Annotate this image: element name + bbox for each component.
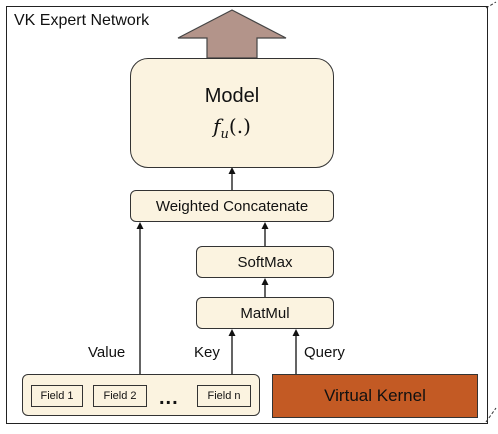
softmax-box: SoftMax — [196, 246, 334, 278]
output-arrow — [177, 9, 287, 59]
arrow-matmul-to-softmax — [261, 278, 269, 297]
expert-network-frame — [6, 6, 488, 424]
fields-container: Field 1 Field 2 ... Field n — [22, 374, 260, 416]
network-title: VK Expert Network — [14, 12, 150, 29]
dashed-line-top-right — [485, 1, 497, 9]
virtual-kernel-box: Virtual Kernel — [272, 374, 478, 418]
model-label: Model — [204, 85, 260, 107]
field-1-box: Field 1 — [31, 385, 83, 407]
weighted-concatenate-box: Weighted Concatenate — [130, 190, 334, 222]
arrow-value-to-weighted — [136, 222, 144, 374]
fields-ellipsis: ... — [159, 387, 179, 409]
arrow-key-to-matmul — [228, 329, 236, 374]
arrow-softmax-to-weighted — [261, 222, 269, 246]
model-function-subscript: u — [220, 127, 229, 142]
matmul-box: MatMul — [196, 297, 334, 329]
dashed-line-bottom-right — [485, 407, 497, 423]
model-function-args: (.) — [228, 114, 251, 138]
query-label: Query — [304, 344, 345, 361]
value-label: Value — [88, 344, 126, 361]
key-label: Key — [194, 344, 220, 361]
model-function-name: f — [213, 114, 221, 138]
arrow-weighted-to-model — [228, 167, 236, 190]
field-2-box: Field 2 — [93, 385, 147, 407]
model-box: Model fu(.) — [130, 58, 334, 168]
field-n-box: Field n — [197, 385, 251, 407]
model-function: fu(.) — [213, 114, 251, 142]
arrow-query-to-matmul — [292, 329, 300, 374]
